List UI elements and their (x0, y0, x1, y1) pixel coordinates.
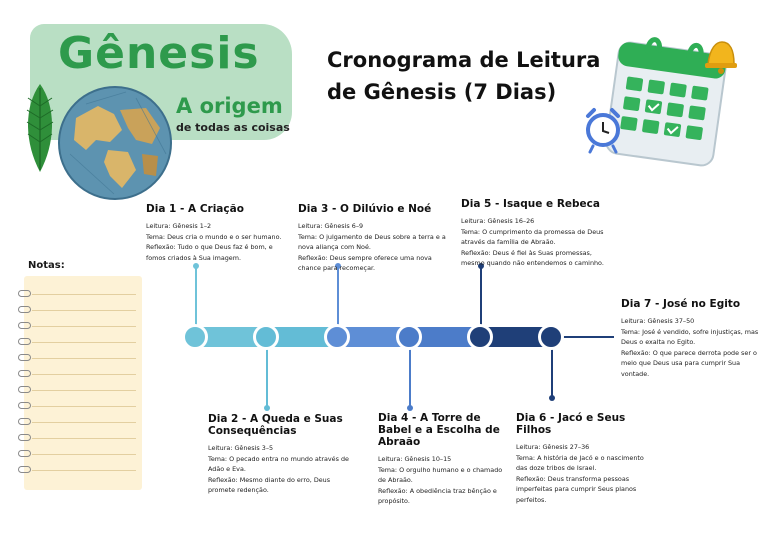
connector (409, 348, 411, 408)
day-title: Dia 3 - O Dilúvio e Noé (298, 203, 432, 215)
connector-dot (478, 263, 484, 269)
day-reading: Leitura: Gênesis 37–50 (621, 317, 695, 325)
connector-dot (335, 263, 341, 269)
day-theme: Tema: O pecado entra no mundo através de… (208, 454, 349, 474)
day-reflection: Reflexão: Tudo o que Deus faz é bom, e f… (146, 243, 273, 262)
notes-line (32, 390, 136, 391)
day-reading: Leitura: Gênesis 6–9 (298, 222, 364, 230)
timeline-segment (194, 327, 268, 347)
spiral-ring (18, 402, 31, 409)
day-theme: Tema: O julgamento de Deus sobre a terra… (298, 232, 446, 252)
notes-line (32, 470, 136, 471)
connector-dot (264, 405, 270, 411)
day-theme: Tema: A história de Jacó e o nascimento … (516, 453, 644, 473)
spiral-ring (18, 290, 31, 297)
day-reflection: Reflexão: Deus sempre oferece uma nova c… (298, 253, 432, 273)
day-title: Dia 7 - José no Egito (621, 298, 741, 310)
timeline-segment (410, 327, 480, 347)
day-reading: Leitura: Gênesis 1–2 (146, 222, 212, 230)
day-reflection: Reflexão: O que parece derrota pode ser … (621, 348, 757, 378)
day-reading: Leitura: Gênesis 16–26 (461, 217, 535, 225)
day-card-2: Dia 2 - A Queda e Suas Consequências Lei… (208, 413, 356, 496)
day-card-5: Dia 5 - Isaque e Rebeca Leitura: Gênesis… (461, 198, 607, 269)
notes-line (32, 406, 136, 407)
day-reflection: Reflexão: Deus é fiel às Suas promessas,… (461, 248, 604, 268)
timeline-node-day-4 (396, 324, 422, 350)
notes-line (32, 342, 136, 343)
connector (337, 266, 339, 326)
badge-title: Gênesis (58, 28, 260, 79)
day-theme: Tema: O cumprimento da promessa de Deus … (461, 227, 604, 247)
badge-tagline: de todas as coisas (176, 121, 290, 134)
badge-subtitle: A origem (176, 94, 283, 118)
day-card-1: Dia 1 - A Criação Leitura: Gênesis 1–2 T… (146, 203, 286, 263)
timeline-segment (338, 327, 410, 347)
day-card-3: Dia 3 - O Dilúvio e Noé Leitura: Gênesis… (298, 203, 448, 274)
spiral-ring (18, 434, 31, 441)
spiral-ring (18, 466, 31, 473)
day-reading: Leitura: Gênesis 3–5 (208, 444, 274, 452)
day-card-6: Dia 6 - Jacó e Seus Filhos Leitura: Gêne… (516, 412, 656, 505)
day-reading: Leitura: Gênesis 10–15 (378, 455, 452, 463)
day-title: Dia 6 - Jacó e Seus Filhos (516, 412, 626, 436)
notes-line (32, 310, 136, 311)
day-reading: Leitura: Gênesis 27–36 (516, 443, 590, 451)
spiral-ring (18, 450, 31, 457)
timeline-tail (552, 336, 614, 338)
day-title: Dia 2 - A Queda e Suas Consequências (208, 413, 343, 437)
day-title: Dia 4 - A Torre de Babel e a Escolha de … (378, 412, 500, 448)
connector (195, 266, 197, 326)
day-theme: Tema: Deus cria o mundo e o ser humano. (146, 232, 282, 241)
day-title: Dia 5 - Isaque e Rebeca (461, 198, 600, 210)
leaf-icon (26, 84, 54, 172)
connector (266, 348, 268, 408)
notes-line (32, 294, 136, 295)
spiral-ring (18, 322, 31, 329)
connector-dot (407, 405, 413, 411)
alarm-clock-icon (586, 108, 620, 154)
day-card-7: Dia 7 - José no Egito Leitura: Gênesis 3… (621, 298, 761, 379)
notes-pad[interactable] (18, 276, 142, 490)
day-title: Dia 1 - A Criação (146, 203, 244, 215)
connector (551, 348, 553, 398)
timeline-node-day-3 (324, 324, 350, 350)
connector-dot (549, 395, 555, 401)
page-title: Cronograma de Leitura de Gênesis (7 Dias… (327, 48, 601, 104)
notes-line (32, 454, 136, 455)
timeline-segment (268, 327, 338, 347)
notes-label: Notas: (28, 260, 65, 271)
spiral-ring (18, 338, 31, 345)
notes-line (32, 374, 136, 375)
connector-dot (193, 263, 199, 269)
spiral-ring (18, 370, 31, 377)
timeline-node-day-1 (182, 324, 208, 350)
connector (480, 266, 482, 326)
spiral-ring (18, 354, 31, 361)
notes-line (32, 422, 136, 423)
spiral-ring (18, 386, 31, 393)
day-theme: Tema: José é vendido, sofre injustiças, … (621, 327, 759, 347)
timeline-node-day-2 (253, 324, 279, 350)
day-reflection: Reflexão: Deus transforma pessoas imperf… (516, 474, 637, 504)
day-theme: Tema: O orgulho humano e o chamado de Ab… (378, 465, 503, 485)
day-reflection: Reflexão: A obediência traz bênção e pro… (378, 486, 497, 506)
calendar-icon (605, 37, 727, 167)
notes-line (32, 438, 136, 439)
globe-icon (58, 86, 172, 200)
notes-line (32, 358, 136, 359)
spiral-ring (18, 306, 31, 313)
timeline-segment (480, 327, 552, 347)
day-reflection: Reflexão: Mesmo diante do erro, Deus pro… (208, 475, 331, 495)
day-card-4: Dia 4 - A Torre de Babel e a Escolha de … (378, 412, 512, 507)
notes-line (32, 326, 136, 327)
timeline-node-day-6 (538, 324, 564, 350)
bell-icon (705, 41, 737, 74)
spiral-ring (18, 418, 31, 425)
timeline-node-day-5 (467, 324, 493, 350)
